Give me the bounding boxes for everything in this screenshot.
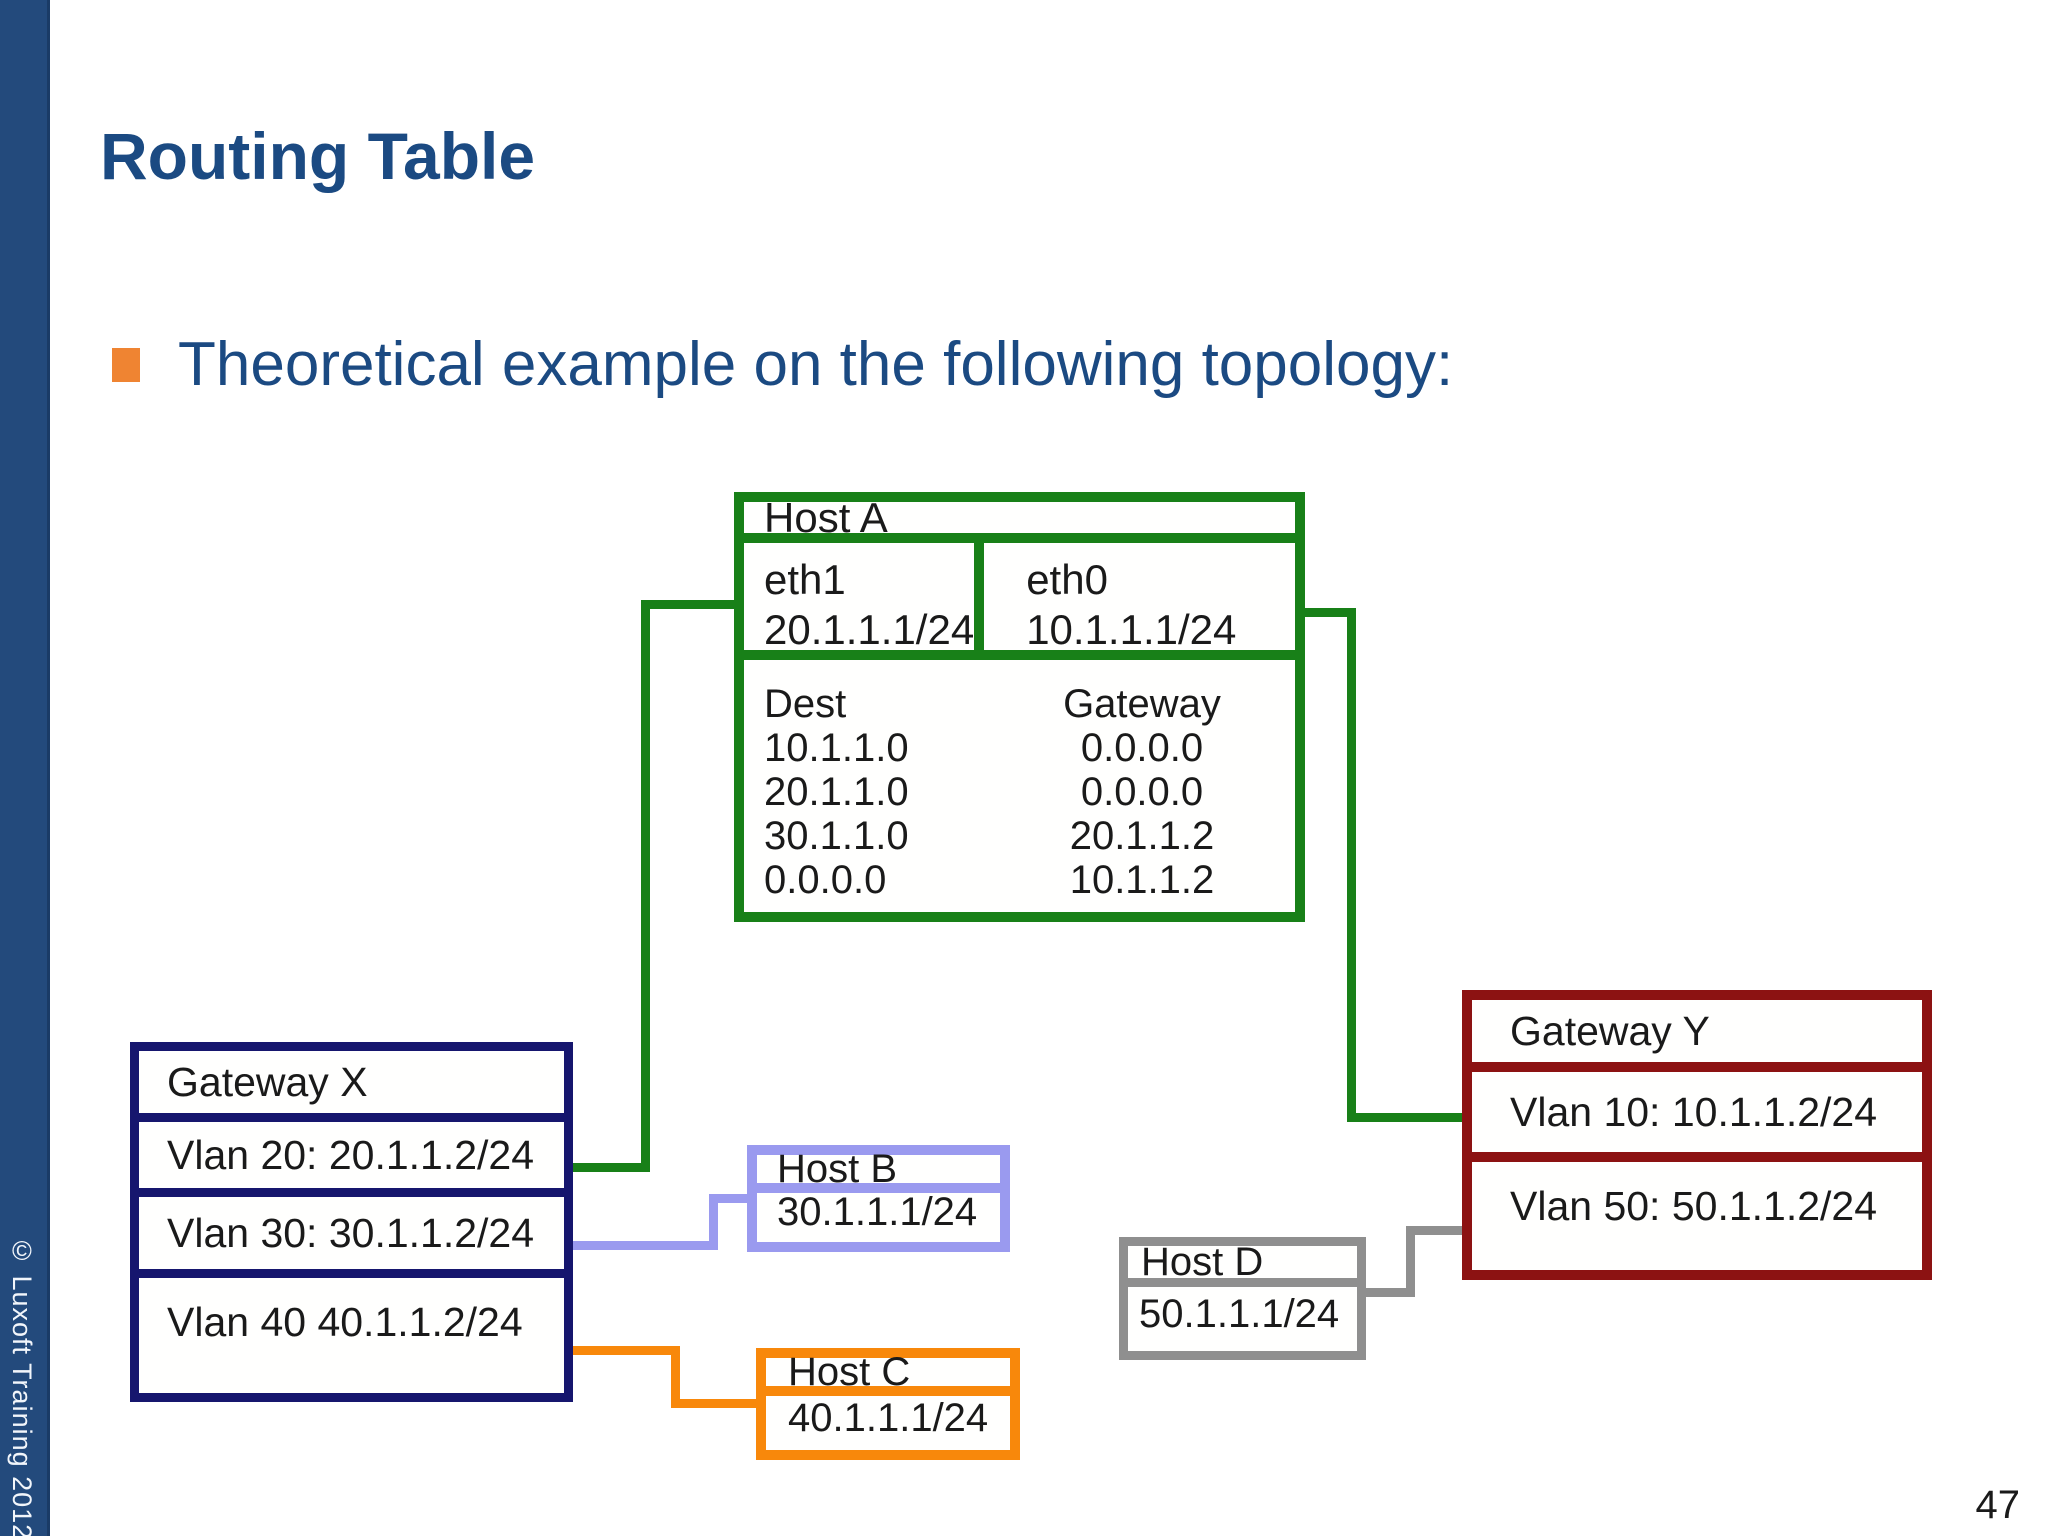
host-a-routing-table: Dest Gateway 10.1.1.0 0.0.0.0 20.1.1.0 0… — [744, 660, 1295, 902]
row-dest: 10.1.1.0 — [764, 726, 909, 770]
eth0-ip: 10.1.1.1/24 — [1026, 606, 1237, 653]
link-gwx-hostc-h2 — [671, 1399, 756, 1408]
host-b-ip: 30.1.1.1/24 — [777, 1190, 978, 1234]
host-d-title: Host D — [1128, 1240, 1357, 1287]
host-b-box: Host B 30.1.1.1/24 — [747, 1145, 1010, 1252]
host-c-ip: 40.1.1.1/24 — [788, 1395, 989, 1440]
host-d-ip: 50.1.1.1/24 — [1139, 1292, 1340, 1336]
page-number: 47 — [1975, 1483, 2021, 1527]
sidebar-bar: © Luxoft Training 2012 — [0, 0, 50, 1536]
table-row: 30.1.1.0 20.1.1.2 — [744, 814, 1295, 858]
bullet-text: Theoretical example on the following top… — [178, 330, 1454, 399]
link-hostd-gwy-v — [1406, 1226, 1415, 1297]
host-d-box: Host D 50.1.1.1/24 — [1119, 1237, 1366, 1360]
routing-table-header: Dest Gateway — [744, 682, 1295, 726]
eth0-name: eth0 — [1026, 556, 1108, 603]
eth1-name: eth1 — [764, 556, 846, 603]
gateway-x-vlan30: Vlan 30: 30.1.1.2/24 — [139, 1197, 564, 1278]
link-hosta-gwy-h1 — [1305, 608, 1356, 617]
host-b-title: Host B — [757, 1147, 1000, 1193]
link-hostd-gwy-h2 — [1406, 1226, 1462, 1235]
row-gateway: 10.1.1.2 — [1069, 858, 1215, 902]
gateway-y-vlan10: Vlan 10: 10.1.1.2/24 — [1472, 1072, 1922, 1162]
host-a-eth1-cell: eth1 20.1.1.1/24 — [744, 543, 974, 653]
eth1-ip: 20.1.1.1/24 — [764, 606, 975, 653]
gateway-y-title: Gateway Y — [1472, 1000, 1922, 1072]
header-gateway: Gateway — [1063, 682, 1221, 726]
row-gateway: 20.1.1.2 — [1069, 814, 1215, 858]
host-a-box: Host A eth1 20.1.1.1/24 eth0 10.1.1.1/24… — [734, 492, 1305, 922]
table-row: 20.1.1.0 0.0.0.0 — [744, 770, 1295, 814]
header-dest: Dest — [764, 682, 847, 726]
page-title: Routing Table — [100, 119, 536, 193]
link-hosta-gwy-h2 — [1347, 1113, 1462, 1122]
gateway-x-vlan40: Vlan 40 40.1.1.2/24 — [167, 1298, 523, 1345]
link-hosta-gwx-h2 — [573, 1163, 650, 1172]
host-a-title: Host A — [744, 494, 1295, 543]
table-row: 10.1.1.0 0.0.0.0 — [744, 726, 1295, 770]
row-dest: 20.1.1.0 — [764, 770, 909, 814]
gateway-x-title: Gateway X — [139, 1051, 564, 1122]
host-a-cell-divider — [974, 543, 985, 650]
link-gwx-hostc-v — [671, 1346, 680, 1408]
row-dest: 0.0.0.0 — [764, 858, 887, 902]
link-hosta-gwx-v — [641, 600, 650, 1172]
table-row: 0.0.0.0 10.1.1.2 — [744, 858, 1295, 902]
gateway-y-box: Gateway Y Vlan 10: 10.1.1.2/24 Vlan 50: … — [1462, 990, 1932, 1280]
host-a-interfaces: eth1 20.1.1.1/24 eth0 10.1.1.1/24 — [744, 543, 1295, 660]
host-a-eth0-cell: eth0 10.1.1.1/24 — [984, 543, 1295, 653]
link-hosta-gwx-h1 — [641, 600, 734, 609]
bullet-marker-icon — [112, 348, 140, 382]
bullet-row: Theoretical example on the following top… — [112, 330, 1453, 400]
copyright-vertical-text: © Luxoft Training 2012 — [7, 1235, 37, 1536]
link-hostd-gwy-h1 — [1366, 1288, 1415, 1297]
row-gateway: 0.0.0.0 — [1080, 770, 1204, 814]
row-gateway: 0.0.0.0 — [1080, 726, 1204, 770]
gateway-x-box: Gateway X Vlan 20: 20.1.1.2/24 Vlan 30: … — [130, 1042, 573, 1402]
link-gwx-hostb-v — [709, 1194, 718, 1250]
link-gwx-hostb-h1 — [573, 1241, 718, 1250]
row-dest: 30.1.1.0 — [764, 814, 909, 858]
host-c-box: Host C 40.1.1.1/24 — [756, 1348, 1020, 1460]
host-c-title: Host C — [766, 1350, 1010, 1396]
link-hosta-gwy-v — [1347, 608, 1356, 1122]
gateway-x-vlan20: Vlan 20: 20.1.1.2/24 — [139, 1122, 564, 1197]
link-gwx-hostb-h2 — [709, 1194, 747, 1203]
link-gwx-hostc-h1 — [573, 1346, 680, 1355]
gateway-y-vlan50: Vlan 50: 50.1.1.2/24 — [1510, 1182, 1878, 1229]
